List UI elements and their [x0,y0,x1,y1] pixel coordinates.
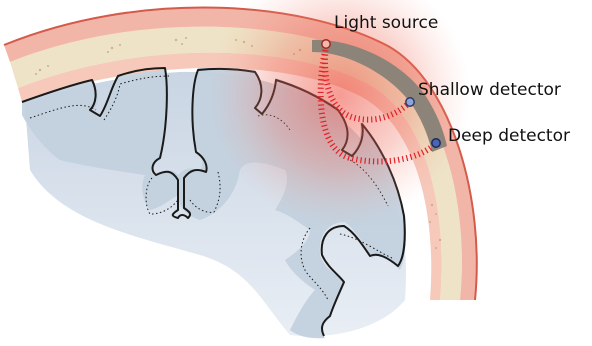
shallow-detector-label: Shallow detector [418,80,561,100]
deep-detector-dot [432,139,440,147]
deep-detector-label: Deep detector [448,126,570,146]
light-source-dot [322,40,330,48]
light-source-label: Light source [334,13,438,33]
shallow-detector-dot [406,98,414,106]
